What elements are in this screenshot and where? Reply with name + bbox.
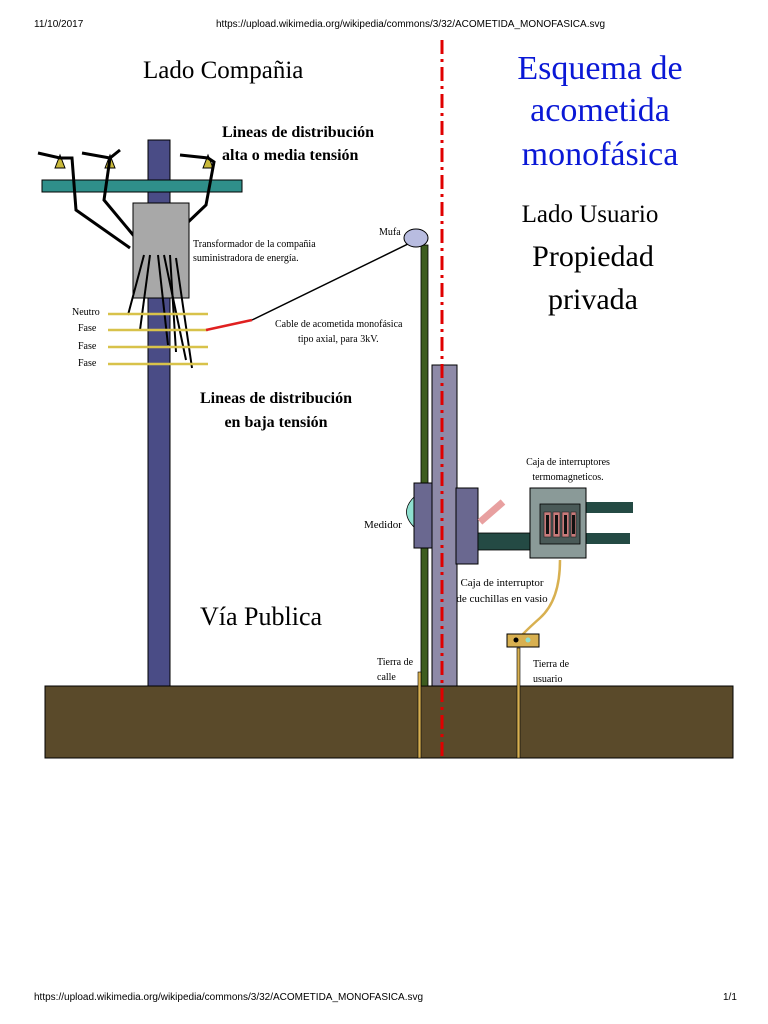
tierra-calle-line-1: Tierra de	[377, 657, 414, 668]
propiedad-line-1: Propiedad	[532, 240, 654, 273]
ground-clamp	[506, 633, 540, 648]
high-voltage-lines	[37, 148, 216, 250]
transformador-line-2: suministradora de energía.	[193, 253, 299, 264]
tierra-usuario-line-2: usuario	[533, 674, 563, 685]
propiedad-line-2: privada	[548, 283, 638, 316]
mufa-weatherhead	[403, 228, 429, 248]
page-number: 1/1	[723, 992, 737, 1003]
print-url-footer: https://upload.wikimedia.org/wikipedia/c…	[34, 992, 424, 1003]
low-voltage-lines	[108, 312, 208, 366]
lado-compania-label: Lado Compañia	[143, 57, 304, 84]
fase-label-2: Fase	[78, 341, 97, 352]
lineas-alta-line-1: Lineas de distribución	[222, 124, 375, 141]
mast-pipe	[420, 244, 429, 687]
mufa-label: Mufa	[379, 227, 401, 238]
breaker-slots	[546, 515, 575, 534]
conduit-to-breaker	[477, 532, 531, 551]
lado-usuario-label: Lado Usuario	[521, 201, 659, 228]
user-ground-rod	[516, 647, 521, 759]
caja-termo-line-1: Caja de interruptores	[526, 457, 610, 468]
caja-cuchillas-line-1: Caja de interruptor	[460, 577, 544, 589]
service-cable-red	[205, 318, 253, 332]
breaker-bar-lower	[585, 533, 630, 544]
meter-box	[413, 482, 433, 549]
ground-clamp-connector	[525, 637, 531, 643]
medidor-label: Medidor	[364, 519, 402, 531]
street-ground-rod	[417, 671, 422, 759]
lineas-alta-line-2: alta o media tensión	[222, 147, 359, 164]
title-line-1: Esquema de	[517, 50, 683, 87]
neutro-label: Neutro	[72, 307, 100, 318]
caja-termo-line-2: termomagneticos.	[532, 472, 604, 483]
breaker-bar-upper	[585, 502, 633, 513]
via-publica-label: Vía Publica	[200, 602, 323, 631]
cable-label-line-1: Cable de acometida monofásica	[275, 319, 403, 330]
knife-switch-handle	[477, 499, 506, 525]
tierra-calle-line-2: calle	[377, 672, 396, 683]
crossarm	[41, 179, 243, 193]
ground-block	[44, 685, 734, 759]
lineas-baja-line-2: en baja tensión	[224, 414, 328, 431]
transformador-line-1: Transformador de la compañia	[193, 239, 316, 250]
title-line-3: monofásica	[521, 136, 679, 173]
caja-cuchillas-line-2: de cuchillas en vasio	[456, 593, 548, 605]
title-line-2: acometida	[530, 92, 670, 129]
tierra-usuario-line-1: Tierra de	[533, 659, 570, 670]
print-date: 11/10/2017	[34, 19, 84, 30]
fase-label-1: Fase	[78, 323, 97, 334]
ground-clamp-bolt	[513, 637, 519, 643]
knife-switch-box	[455, 487, 479, 565]
print-url-header: https://upload.wikimedia.org/wikipedia/c…	[216, 19, 606, 30]
fase-label-3: Fase	[78, 358, 97, 369]
lineas-baja-line-1: Lineas de distribución	[199, 390, 353, 407]
wall-post	[431, 364, 458, 687]
cable-label-line-2: tipo axial, para 3kV.	[298, 334, 379, 345]
